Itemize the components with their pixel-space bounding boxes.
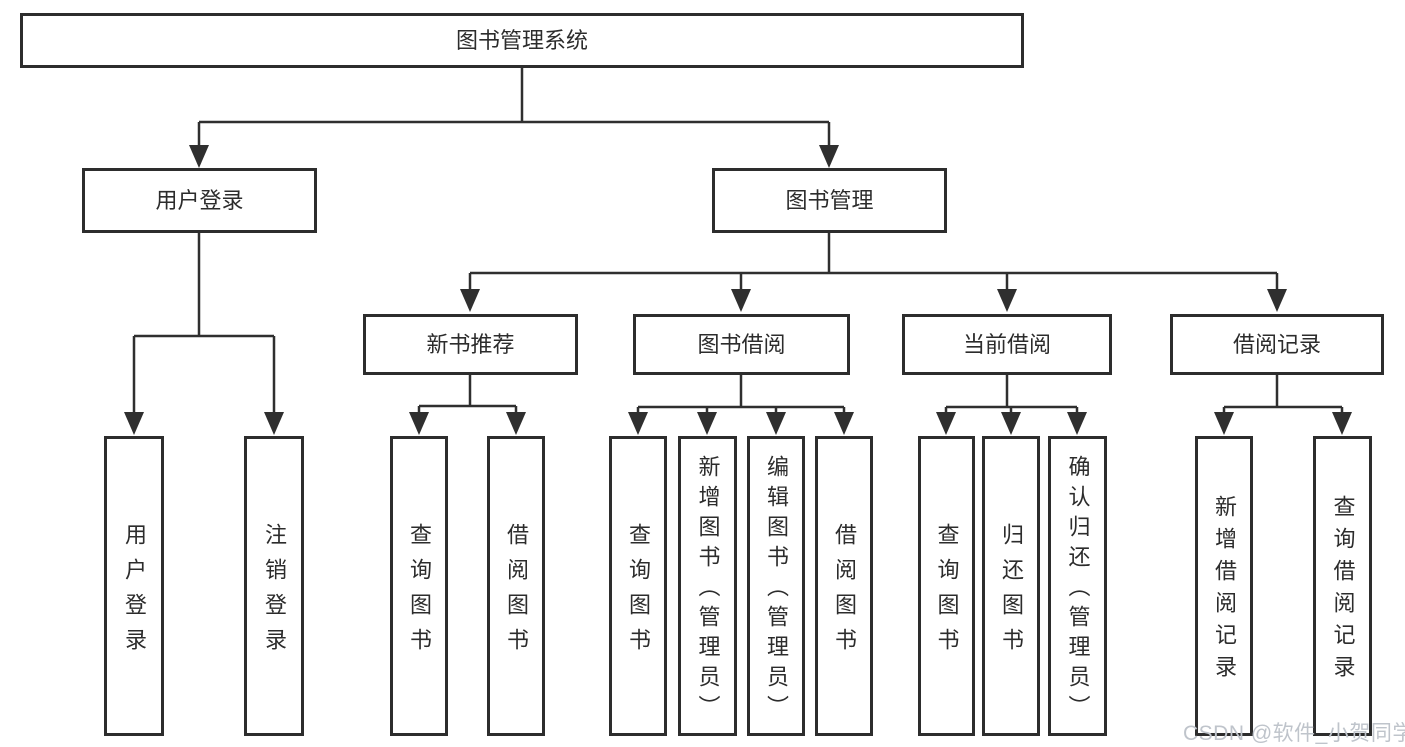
- node-label: 新书推荐: [426, 331, 515, 357]
- node-new-book-recommendation: 新书推荐: [363, 314, 578, 375]
- node-label: 查询借阅记录: [1330, 495, 1356, 687]
- node-label: 图书管理系统: [455, 27, 588, 53]
- leaf-add-borrowing-record: 新增借阅记录: [1195, 436, 1253, 736]
- leaf-logout-login: 注销登录: [244, 436, 304, 736]
- node-book-management: 图书管理: [712, 168, 947, 233]
- node-library-management-system: 图书管理系统: [20, 13, 1024, 68]
- node-label: 图书借阅: [697, 331, 786, 357]
- node-label: 归还图书: [999, 522, 1024, 663]
- arrowhead-icons: [124, 145, 1352, 435]
- node-current-borrowing: 当前借阅: [902, 314, 1112, 375]
- node-label: 借阅图书: [832, 522, 857, 663]
- leaf-add-books-admin: 新增图书（管理员）: [678, 436, 737, 736]
- leaf-confirm-return-admin: 确认归还（管理员）: [1048, 436, 1107, 736]
- node-user-login: 用户登录: [82, 168, 317, 233]
- leaf-query-books-borrowing: 查询图书: [609, 436, 667, 736]
- leaf-borrow-books-recommend: 借阅图书: [487, 436, 545, 736]
- leaf-return-books: 归还图书: [982, 436, 1040, 736]
- leaf-query-borrowing-record: 查询借阅记录: [1313, 436, 1372, 736]
- leaf-query-books-recommend: 查询图书: [390, 436, 448, 736]
- csdn-watermark: CSDN @软件_小贺同学: [1183, 722, 1405, 745]
- node-label: 编辑图书（管理员）: [764, 455, 789, 725]
- leaf-user-login: 用户登录: [104, 436, 164, 736]
- node-label: 新增图书（管理员）: [695, 455, 721, 725]
- node-label: 用户登录: [122, 522, 147, 663]
- node-label: 当前借阅: [962, 331, 1051, 357]
- leaf-query-books-current: 查询图书: [918, 436, 975, 736]
- node-label: 图书管理: [785, 187, 874, 213]
- node-label: 新增借阅记录: [1212, 495, 1237, 687]
- node-label: 用户登录: [155, 187, 244, 213]
- node-label: 借阅记录: [1232, 331, 1321, 357]
- node-label: 注销登录: [262, 522, 287, 663]
- node-label: 借阅图书: [504, 522, 529, 663]
- leaf-borrow-books-borrowing: 借阅图书: [815, 436, 873, 736]
- node-label: 查询图书: [407, 522, 432, 663]
- node-label: 查询图书: [934, 522, 960, 663]
- node-label: 查询图书: [626, 522, 651, 663]
- leaf-edit-books-admin: 编辑图书（管理员）: [747, 436, 805, 736]
- node-label: 确认归还（管理员）: [1065, 455, 1091, 725]
- node-borrowing-records: 借阅记录: [1170, 314, 1384, 375]
- node-book-borrowing: 图书借阅: [633, 314, 850, 375]
